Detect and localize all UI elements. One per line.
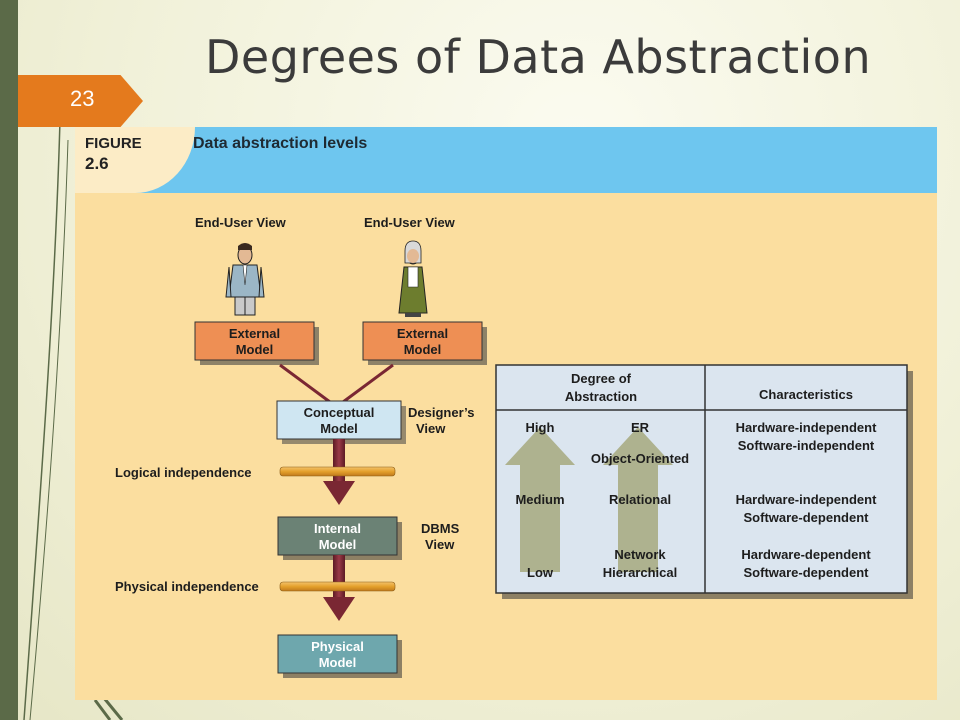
- physical-independence-label: Physical independence: [115, 579, 259, 594]
- external-model-right-line2: Model: [404, 342, 442, 357]
- physical-model-line1: Physical: [311, 639, 364, 654]
- header-degree-line2: Abstraction: [565, 389, 637, 404]
- figure-number: 2.6: [85, 154, 109, 173]
- conceptual-model-box: Conceptual Model: [276, 400, 406, 444]
- characteristic-high-hardware: Hardware-independent: [736, 420, 878, 435]
- model-relational: Relational: [609, 492, 671, 507]
- external-model-left-line2: Model: [236, 342, 274, 357]
- abstraction-diagram: End-User View End-User View Externa: [115, 215, 913, 678]
- model-network: Network: [614, 547, 666, 562]
- dbms-view-line2: View: [425, 537, 455, 552]
- characteristic-low-software: Software-dependent: [744, 565, 870, 580]
- header-characteristics: Characteristics: [759, 387, 853, 402]
- internal-model-line1: Internal: [314, 521, 361, 536]
- end-user-view-right-label: End-User View: [364, 215, 456, 230]
- external-model-left-line1: External: [229, 326, 280, 341]
- external-model-right-line1: External: [397, 326, 448, 341]
- physical-model-line2: Model: [319, 655, 357, 670]
- level-high: High: [526, 420, 555, 435]
- abstraction-table: Degree of Abstraction Characteristics Hi…: [495, 364, 913, 599]
- external-model-right: External Model: [362, 321, 487, 365]
- logical-independence-bar: [279, 466, 396, 477]
- internal-model-line2: Model: [319, 537, 357, 552]
- figure-header: [75, 127, 937, 193]
- characteristic-medium-software: Software-dependent: [744, 510, 870, 525]
- external-model-left: External Model: [194, 321, 319, 365]
- designers-view-line1: Designer’s: [408, 405, 474, 420]
- internal-model-box: Internal Model: [277, 516, 402, 560]
- figure-panel: FIGURE 2.6 Data abstraction levels End-U…: [75, 127, 937, 700]
- man-user-icon: [225, 243, 265, 316]
- level-medium: Medium: [515, 492, 564, 507]
- decorative-lines: [23, 119, 124, 720]
- end-user-view-left-label: End-User View: [195, 215, 287, 230]
- model-object-oriented: Object-Oriented: [591, 451, 689, 466]
- level-low: Low: [527, 565, 554, 580]
- slide-number: 23: [70, 86, 95, 111]
- conceptual-model-line2: Model: [320, 421, 358, 436]
- dbms-view-line1: DBMS: [421, 521, 460, 536]
- designers-view-line2: View: [416, 421, 446, 436]
- abstraction-arrow-left: [505, 427, 575, 572]
- physical-independence-bar: [279, 581, 396, 592]
- figure-label: FIGURE: [85, 135, 142, 152]
- slide-number-tab: [18, 75, 143, 127]
- header-degree-line1: Degree of: [571, 371, 632, 386]
- figure-caption: Data abstraction levels: [193, 135, 368, 152]
- model-er: ER: [631, 420, 650, 435]
- slide-title: Degrees of Data Abstraction: [205, 30, 872, 84]
- abstraction-arrow-right: [603, 427, 673, 572]
- connector-left: [279, 363, 331, 404]
- left-accent-bar: [0, 0, 18, 720]
- conceptual-model-line1: Conceptual: [304, 405, 375, 420]
- connector-right: [342, 363, 394, 404]
- characteristic-high-software: Software-independent: [738, 438, 875, 453]
- physical-model-box: Physical Model: [277, 634, 402, 678]
- model-hierarchical: Hierarchical: [603, 565, 677, 580]
- characteristic-medium-hardware: Hardware-independent: [736, 492, 878, 507]
- logical-independence-label: Logical independence: [115, 465, 252, 480]
- characteristic-low-hardware: Hardware-dependent: [741, 547, 871, 562]
- woman-user-icon: [398, 240, 428, 317]
